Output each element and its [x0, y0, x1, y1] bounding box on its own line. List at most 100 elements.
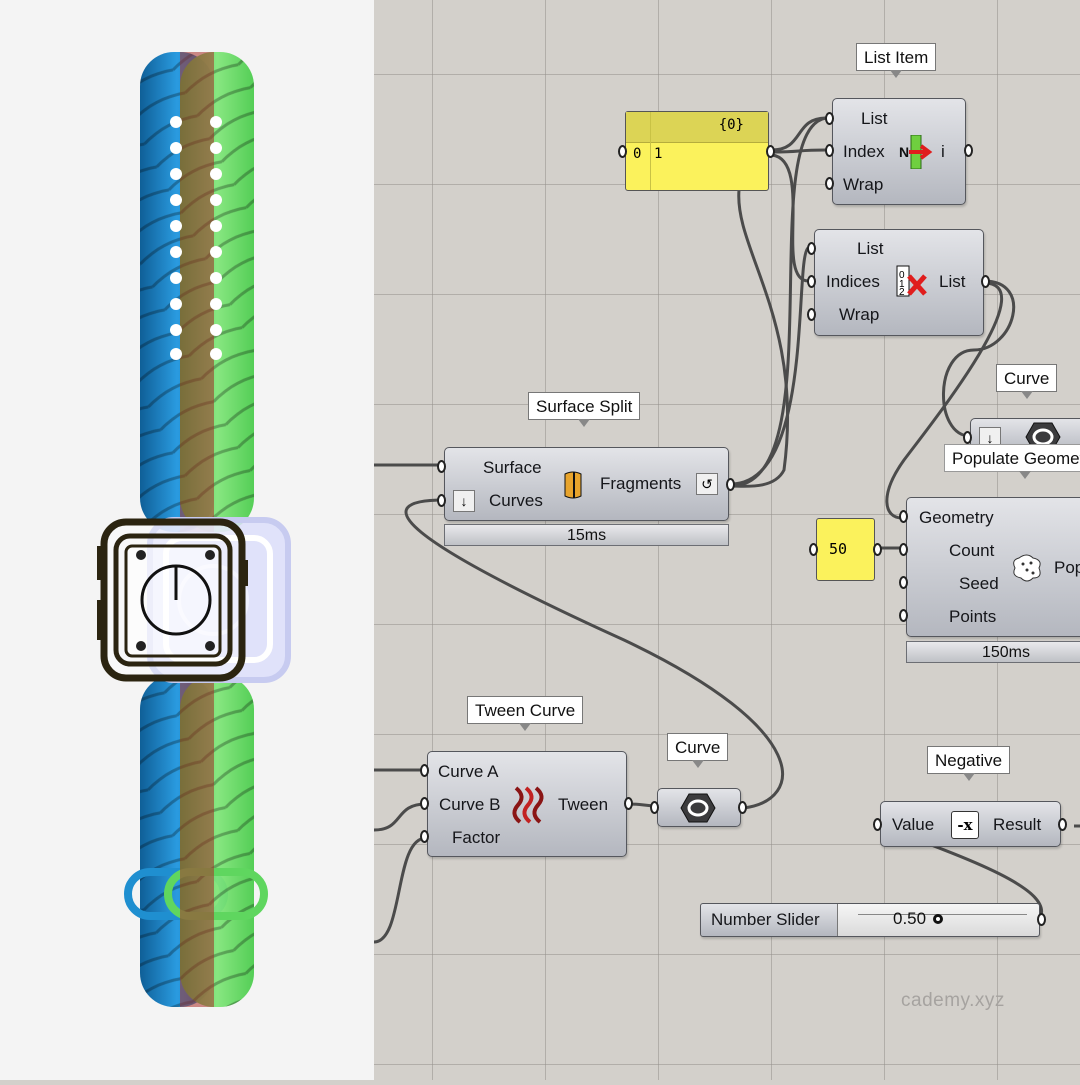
svg-text:2: 2 [899, 287, 905, 298]
negative-icon: -x [951, 811, 979, 839]
wire [885, 281, 1003, 520]
surface-split-input-grip[interactable] [437, 460, 446, 473]
wire [942, 279, 1015, 438]
populate-input-grip[interactable] [899, 609, 908, 622]
input-geometry-label: Geometry [919, 508, 994, 527]
curve-top-input-grip[interactable] [963, 431, 972, 444]
tween-input-grip[interactable] [420, 797, 429, 810]
input-indices-label: Indices [826, 272, 880, 291]
populate-geometry-component[interactable]: Geometry Count Seed Points Pop [906, 497, 1080, 637]
tween-curve-component[interactable]: Curve A Curve B Factor Tween [427, 751, 627, 857]
slider-label: Number Slider [711, 910, 820, 929]
list-item-component[interactable]: List Index Wrap i N [832, 98, 966, 205]
tween-output-grip[interactable] [624, 797, 633, 810]
slider-track[interactable]: 0.50 [838, 904, 1039, 936]
count-input-grip[interactable] [809, 543, 818, 556]
surface-split-input-grip[interactable] [437, 494, 446, 507]
cull-index-output-grip[interactable] [981, 275, 990, 288]
number-slider[interactable]: Number Slider 0.50 [700, 903, 1040, 937]
flatten-icon[interactable]: ↓ [453, 490, 475, 512]
negative-component[interactable]: Value Result -x [880, 801, 1061, 847]
grasshopper-canvas[interactable]: List Item List Index Wrap i N {0} 0 1 Li… [374, 0, 1080, 1080]
panel-header: {0} [626, 112, 768, 143]
wire [404, 498, 784, 810]
wire-layer [374, 116, 1080, 944]
cull-index-icon: 0 1 2 [896, 265, 927, 298]
panel-output-grip[interactable] [766, 145, 775, 158]
input-seed-label: Seed [959, 574, 999, 593]
list-item-icon: N [899, 135, 933, 169]
graft-icon[interactable]: ↺ [696, 473, 718, 495]
panel-path-label: {0} [718, 117, 744, 133]
negative-input-grip[interactable] [873, 818, 882, 831]
cull-index-input-grip[interactable] [807, 275, 816, 288]
cull-index-input-grip[interactable] [807, 308, 816, 321]
panel-row-value: 1 [654, 146, 663, 162]
output-result-label: Result [993, 815, 1042, 834]
populate-input-grip[interactable] [899, 576, 908, 589]
cull-index-component[interactable]: List Indices Wrap List 0 1 2 [814, 229, 984, 336]
panel-input-grip[interactable] [618, 145, 627, 158]
tween-input-grip[interactable] [420, 764, 429, 777]
list-item-title: List Item [856, 43, 937, 78]
slider-output-grip[interactable] [1037, 913, 1046, 926]
panel-row-index: 0 [633, 146, 642, 162]
wire [730, 246, 810, 486]
slider-value: 0.50 [893, 909, 927, 928]
wire [771, 148, 827, 154]
surface-split-output-grip[interactable] [726, 478, 735, 491]
svg-text:0: 0 [899, 270, 905, 281]
list-item-input-grip[interactable] [825, 177, 834, 190]
count-value: 50 [829, 540, 848, 558]
svg-text:1: 1 [899, 279, 905, 290]
cull-index-input-grip[interactable] [807, 242, 816, 255]
curve-bottom-title: Curve [667, 733, 729, 768]
input-count-label: Count [949, 541, 995, 560]
curve-bottom-component[interactable] [657, 788, 741, 827]
populate-title-overlap: Populate Geometry [944, 444, 1080, 479]
curve-bottom-output-grip[interactable] [738, 801, 747, 814]
surface-split-title: Surface Split [528, 392, 641, 427]
surface-split-timer: 15ms [444, 524, 729, 546]
overlap-highlight [180, 52, 214, 532]
watermark: cademy.xyz [901, 990, 1005, 1011]
list-item-output-grip[interactable] [964, 144, 973, 157]
surface-split-icon [564, 471, 582, 499]
populate-input-grip[interactable] [899, 510, 908, 523]
input-list-label: List [857, 239, 884, 258]
input-index-label: Index [843, 142, 885, 161]
tween-input-grip[interactable] [420, 830, 429, 843]
slider-label-area: Number Slider [701, 904, 838, 936]
surface-split-component[interactable]: Surface Curves Fragments ↓ ↺ [444, 447, 729, 521]
input-curves-label: Curves [489, 491, 543, 510]
count-panel[interactable]: 50 [816, 518, 875, 581]
svg-text:N: N [899, 144, 909, 160]
wire [730, 116, 827, 488]
output-item-label: i [941, 142, 945, 161]
slider-knob[interactable] [933, 914, 943, 924]
panel-divider [650, 112, 651, 190]
curve-param-icon [680, 793, 716, 823]
list-item-input-grip[interactable] [825, 112, 834, 125]
wire [771, 116, 827, 152]
negative-title: Negative [927, 746, 1011, 781]
panel-component[interactable]: {0} 0 1 [625, 111, 769, 191]
strap-holes [170, 116, 222, 360]
populate-input-grip[interactable] [899, 543, 908, 556]
tween-curve-icon [512, 786, 544, 824]
input-wrap-label: Wrap [839, 305, 880, 324]
output-fragments-label: Fragments [600, 474, 682, 493]
wire [730, 189, 790, 488]
count-output-grip[interactable] [873, 543, 882, 556]
input-curve-b-label: Curve B [439, 795, 501, 814]
input-surface-label: Surface [483, 458, 542, 477]
watch-band-render [97, 52, 291, 1007]
curve-bottom-input-grip[interactable] [650, 801, 659, 814]
input-wrap-label: Wrap [843, 175, 884, 194]
watch-case [97, 518, 248, 682]
output-list-label: List [939, 272, 966, 291]
negative-output-grip[interactable] [1058, 818, 1067, 831]
input-curve-a-label: Curve A [438, 762, 499, 781]
list-item-input-grip[interactable] [825, 144, 834, 157]
populate-timer: 150ms [906, 641, 1080, 663]
